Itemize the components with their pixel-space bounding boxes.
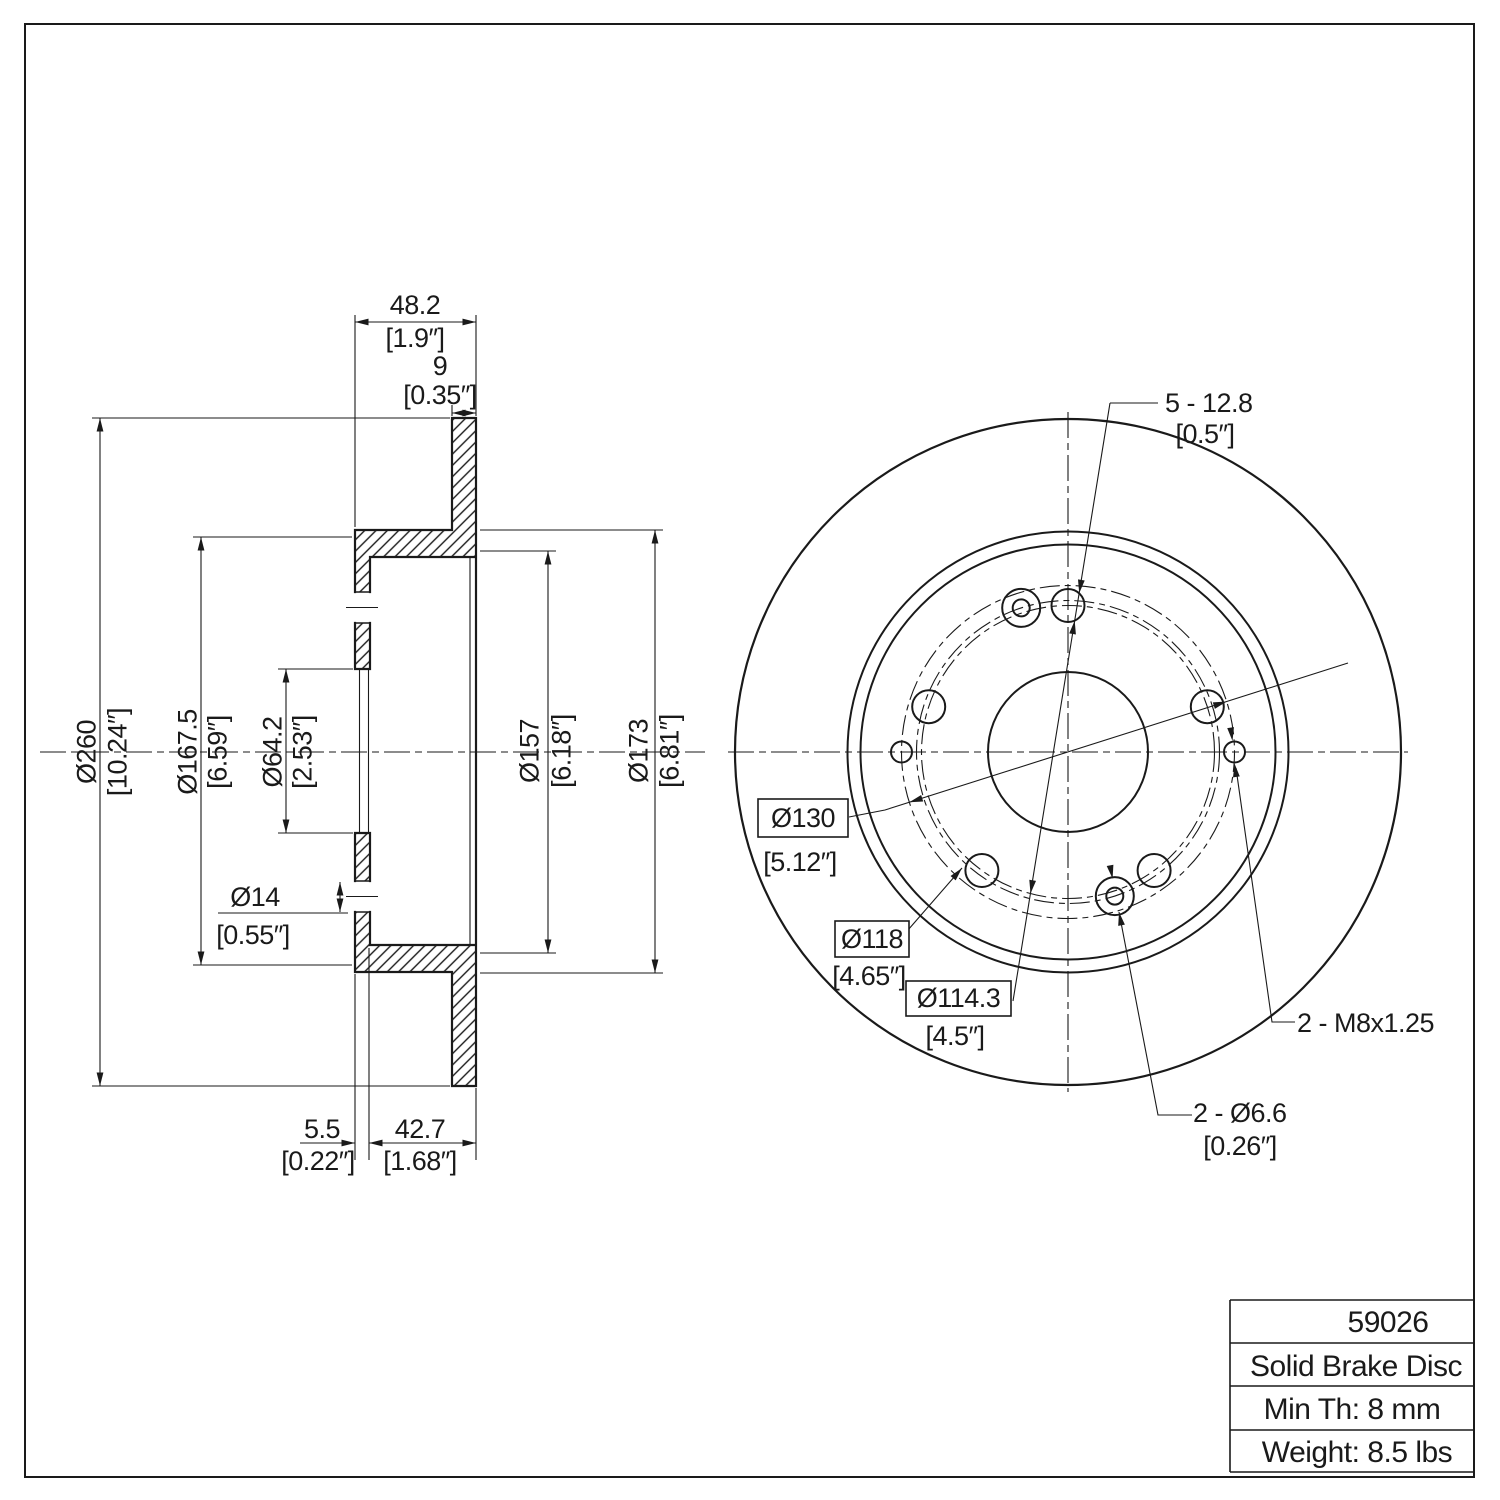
lug-hole xyxy=(964,853,1000,888)
label-box-114 xyxy=(905,980,1012,1017)
dim-lug-holes-mm: 5 - 12.8 xyxy=(1165,388,1253,418)
dimension-arrowheads xyxy=(96,318,1240,1147)
dim-outer-diameter-mm: Ø260 xyxy=(71,720,101,784)
inner-flange-circle xyxy=(859,543,1277,961)
thread-hole xyxy=(1223,740,1246,764)
dim-overall-width-in: [1.9″] xyxy=(385,323,444,353)
dim-center-bore-in: [2.53″] xyxy=(287,715,317,789)
screw-hole-countersink xyxy=(1001,587,1042,628)
dim-face-thickness-in: [0.22″] xyxy=(281,1146,355,1176)
screw-hole xyxy=(1105,886,1125,906)
dim-inner-diameter-mm: Ø157 xyxy=(514,719,544,783)
min-thickness: Min Th: 8 mm xyxy=(1264,1393,1441,1426)
title-block-grid xyxy=(1229,1299,1474,1473)
dim-inner-diameter-in: [6.18″] xyxy=(546,714,576,788)
dim-hat-depth-in: [1.68″] xyxy=(383,1146,457,1176)
leader-m8 xyxy=(1235,767,1295,1023)
leader-lug-holes xyxy=(1012,402,1158,1002)
dim-disc-thickness-mm: 9 xyxy=(433,351,448,381)
dim-thread-holes: 2 - M8x1.25 xyxy=(1297,1008,1434,1038)
outer-diameter-circle xyxy=(733,417,1403,1087)
dim-hat-depth-mm: 42.7 xyxy=(395,1114,446,1144)
dim-flange-diameter-mm: Ø173 xyxy=(623,719,653,783)
lug-hole xyxy=(911,689,947,725)
screw-hole-countersink xyxy=(1094,876,1135,917)
lug-bolt-circle xyxy=(920,604,1216,900)
dim-center-bore-mm: Ø64.2 xyxy=(257,716,287,787)
center-bore-circle xyxy=(987,671,1149,833)
screw-bolt-circle xyxy=(915,599,1221,905)
screw-hole xyxy=(1011,598,1031,618)
dim-screw-circle-in: [4.65″] xyxy=(832,961,906,991)
dim-lug-circle-mm: Ø114.3 xyxy=(917,983,1001,1013)
dim-hub-hole-mm: Ø14 xyxy=(230,882,280,912)
dim-screw-holes-mm: 2 - Ø6.6 xyxy=(1193,1098,1287,1128)
label-box-118 xyxy=(834,920,910,958)
leader-66 xyxy=(1118,911,1192,1116)
leader-118 xyxy=(907,867,963,931)
leader-130 xyxy=(848,662,1349,818)
front-view: 5 - 12.8 [0.5″] Ø130 [5.12″] Ø118 [4.65″… xyxy=(728,388,1435,1161)
front-centerlines xyxy=(728,412,1408,1092)
dim-hat-outer-diameter-mm: Ø167.5 xyxy=(172,709,202,795)
section-view: 48.2 [1.9″] 9 [0.35″] Ø260 [10.24″] Ø167… xyxy=(40,290,705,1176)
section-hatch-bottom xyxy=(355,945,476,1086)
dim-overall-width-mm: 48.2 xyxy=(390,290,441,320)
lug-hole xyxy=(1189,689,1225,725)
section-hatch-top xyxy=(355,418,476,557)
weight: Weight: 8.5 lbs xyxy=(1262,1436,1452,1469)
lug-hole xyxy=(1050,588,1086,623)
dim-hub-hole-in: [0.55″] xyxy=(216,920,290,950)
dim-lug-circle-in: [4.5″] xyxy=(925,1021,984,1051)
dim-service-circle-mm: Ø130 xyxy=(771,803,835,833)
dim-outer-diameter-in: [10.24″] xyxy=(102,708,132,796)
dim-hat-outer-diameter-in: [6.59″] xyxy=(202,715,232,789)
service-bolt-circle xyxy=(900,584,1236,920)
dim-disc-thickness-in: [0.35″] xyxy=(403,380,477,410)
section-outline xyxy=(353,416,478,1088)
dim-flange-diameter-in: [6.81″] xyxy=(654,714,684,788)
page-border xyxy=(24,23,1475,1478)
label-box-130 xyxy=(757,798,849,838)
part-number: 59026 xyxy=(1348,1306,1429,1339)
title-block: 59026 Solid Brake Disc Min Th: 8 mm Weig… xyxy=(1229,1299,1474,1473)
lug-hole xyxy=(1136,853,1172,888)
thread-hole xyxy=(890,740,913,764)
dim-screw-circle-mm: Ø118 xyxy=(841,924,903,954)
dim-face-thickness-mm: 5.5 xyxy=(304,1114,340,1144)
product-name: Solid Brake Disc xyxy=(1250,1350,1463,1383)
flange-circle xyxy=(846,530,1290,974)
dim-service-circle-in: [5.12″] xyxy=(763,847,837,877)
dim-lug-holes-in: [0.5″] xyxy=(1175,419,1234,449)
dim-screw-holes-in: [0.26″] xyxy=(1203,1131,1277,1161)
